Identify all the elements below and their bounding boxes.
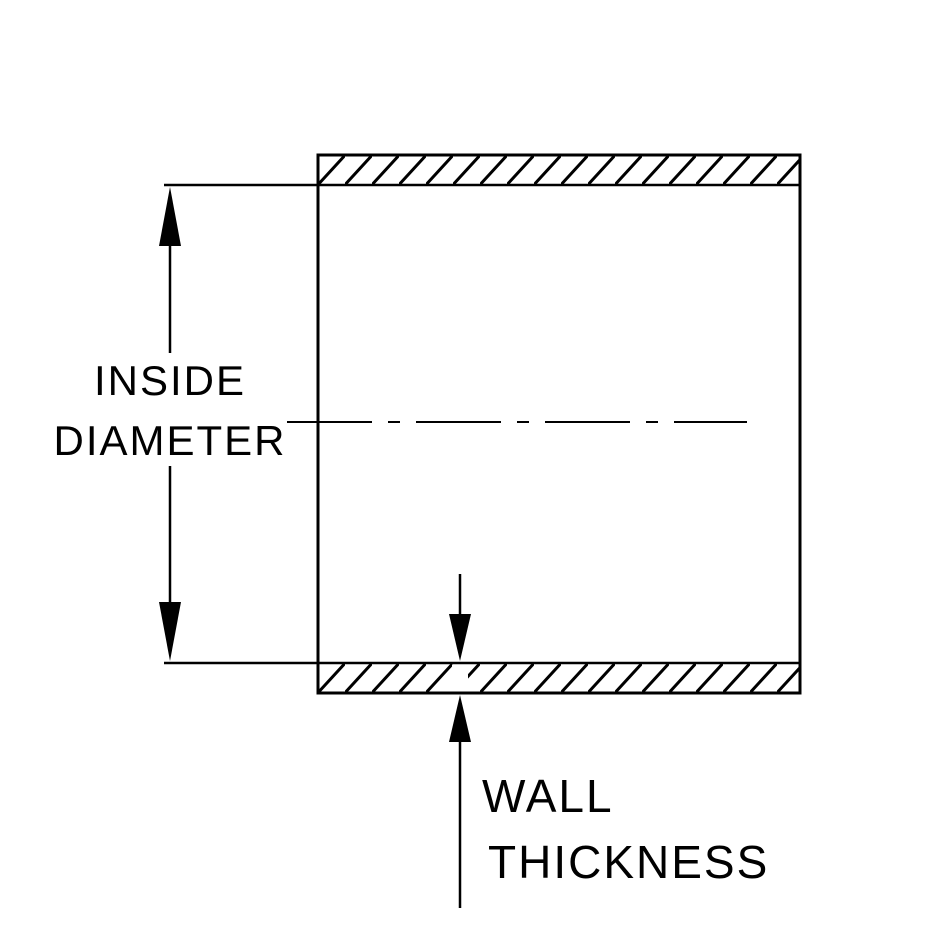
tube-outline bbox=[316, 153, 802, 695]
top-wall-hatch bbox=[318, 155, 800, 185]
tube-cross-section bbox=[287, 153, 802, 695]
bottom-wall-hatch bbox=[318, 663, 800, 693]
wall-thickness-label-line2: THICKNESS bbox=[488, 836, 769, 888]
inside-diameter-label-line1: INSIDE bbox=[94, 357, 246, 404]
hatch-break bbox=[452, 664, 468, 692]
inside-diameter-dimension: INSIDE DIAMETER bbox=[53, 183, 318, 665]
inside-diameter-label-line2: DIAMETER bbox=[53, 417, 286, 464]
wall-thickness-dimension: WALL THICKNESS bbox=[449, 574, 769, 908]
arrowhead-up-icon bbox=[449, 695, 471, 742]
arrowhead-up-icon bbox=[159, 187, 181, 246]
arrowhead-down-icon bbox=[159, 602, 181, 661]
wall-thickness-label-line1: WALL bbox=[482, 770, 614, 822]
arrowhead-down-icon bbox=[449, 614, 471, 661]
